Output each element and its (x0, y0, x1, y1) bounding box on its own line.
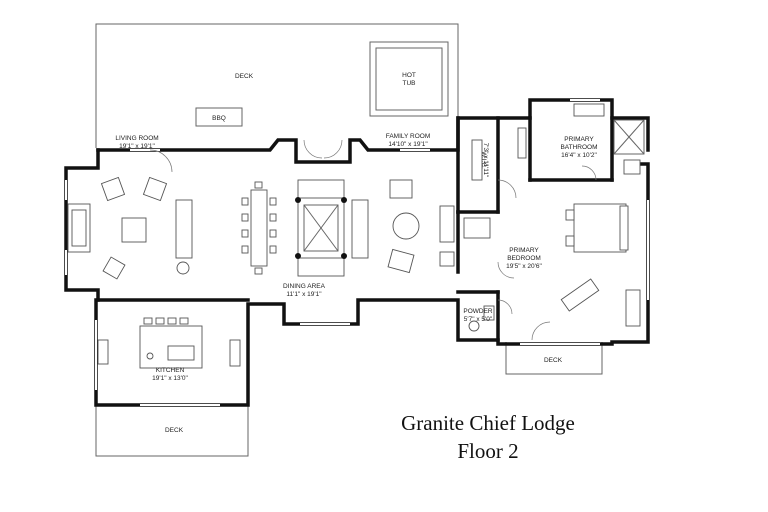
dining-table (241, 181, 277, 275)
primary-suite-furniture (463, 103, 645, 332)
deck-bottom (95, 405, 249, 457)
primary-bathroom-label-2: BATHROOM (560, 144, 597, 151)
powder-dim: 5'7" x 5'0" (464, 316, 493, 323)
staircase (295, 179, 347, 277)
deck-right (505, 342, 603, 375)
kitchen-label: KITCHEN (156, 367, 185, 374)
hot-tub-label-2: TUB (403, 80, 416, 87)
primary-bedroom-dim: 19'5" x 20'6" (506, 263, 542, 270)
living-room-dim: 19'1" x 19'1" (119, 143, 155, 150)
hot-tub-label: HOT (402, 72, 416, 79)
deck-right-label: DECK (544, 357, 563, 364)
deck-bottom-label: DECK (165, 427, 184, 434)
primary-bathroom-label: PRIMARY (564, 136, 594, 143)
primary-bathroom-dim: 16'4" x 10'2" (561, 152, 597, 159)
primary-bedroom-label-2: BEDROOM (507, 255, 541, 262)
family-room-furniture (351, 179, 455, 274)
dining-area-label: DINING AREA (283, 283, 326, 290)
kitchen-dim: 19'1" x 13'0" (152, 375, 188, 382)
bbq-label: BBQ (212, 115, 226, 122)
room-labels: DECK HOT TUB BBQ LIVING ROOM 19'1" x 19'… (115, 72, 597, 434)
family-room-dim: 14'10" x 19'1" (388, 141, 428, 148)
primary-bedroom-label: PRIMARY (509, 247, 539, 254)
plan-title: Granite Chief Lodge Floor 2 (401, 411, 575, 463)
bbq (195, 107, 243, 127)
powder-label: POWDER (463, 308, 493, 315)
kitchen-furniture (97, 317, 241, 369)
walls (64, 98, 650, 407)
deck-top-label: DECK (235, 73, 254, 80)
deck-top (95, 23, 459, 148)
wic-label: W.I.C. (480, 151, 487, 169)
living-room-furniture (67, 176, 193, 280)
wic-dim: 7'3" x 11'11" (482, 143, 489, 178)
hot-tub (369, 41, 449, 117)
title-line-1: Granite Chief Lodge (401, 411, 575, 435)
family-room-label: FAMILY ROOM (386, 133, 431, 140)
doors (149, 139, 597, 341)
dining-area-dim: 11'1" x 19'1" (286, 291, 322, 298)
title-line-2: Floor 2 (457, 439, 518, 463)
living-room-label: LIVING ROOM (115, 135, 158, 142)
